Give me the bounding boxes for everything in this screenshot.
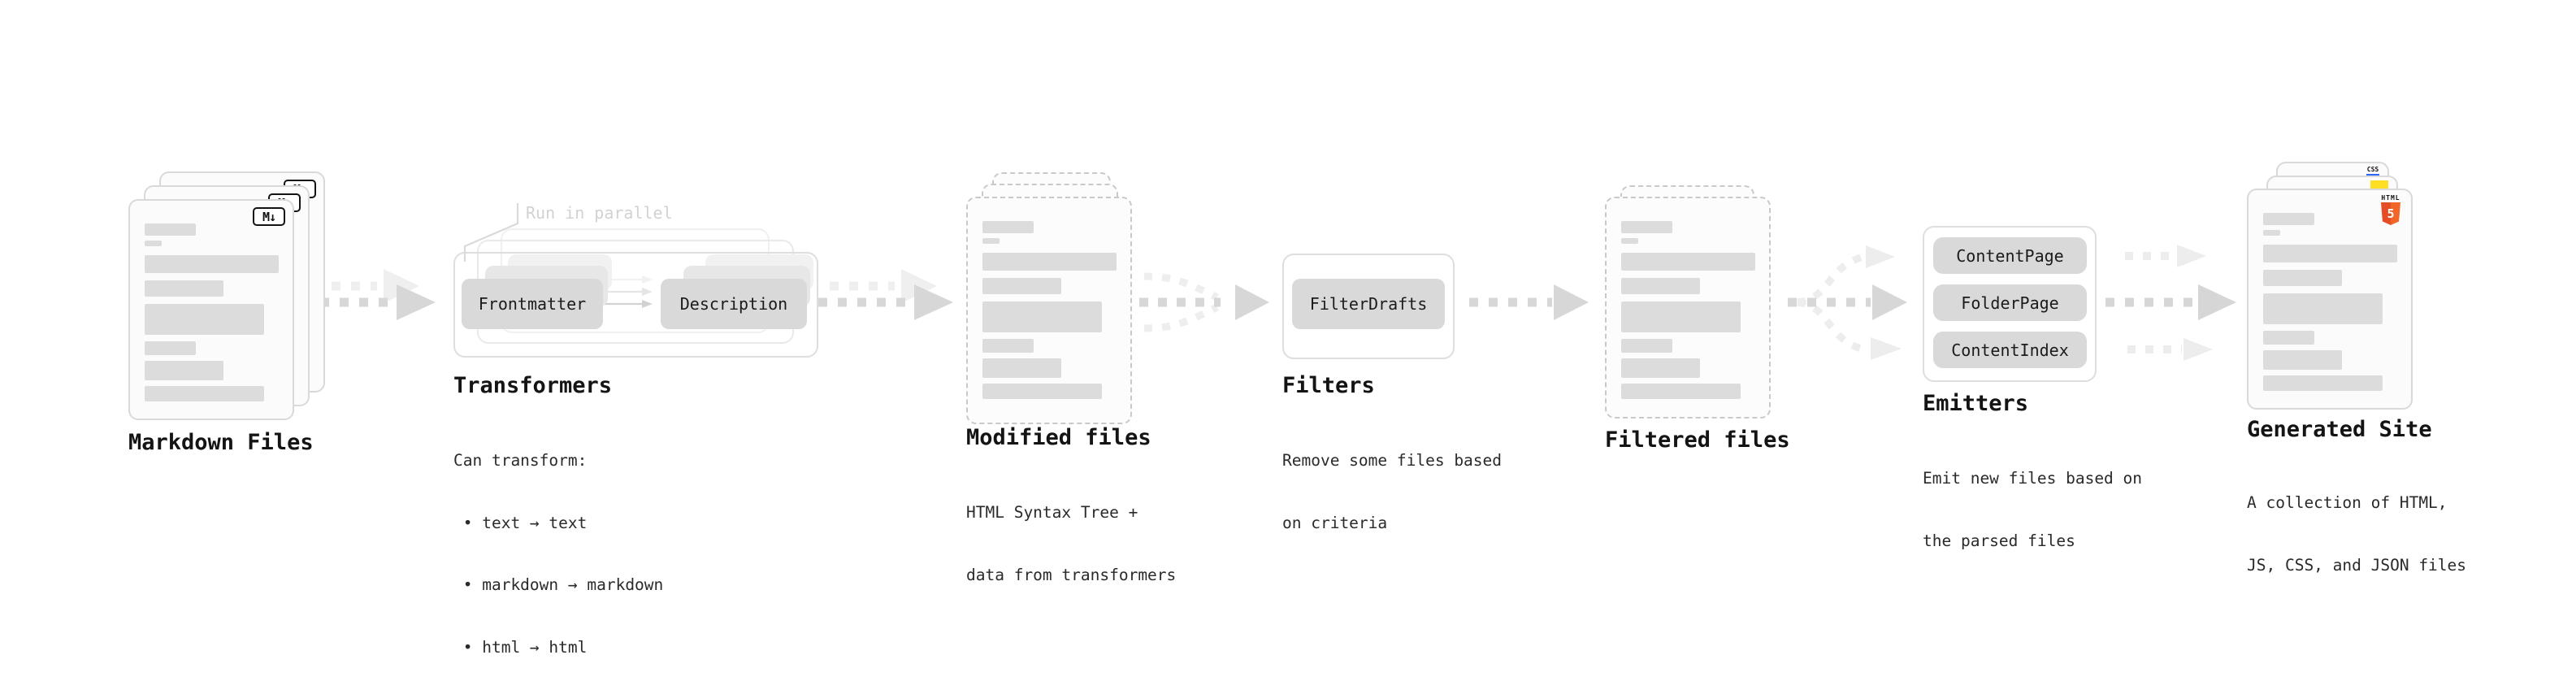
subtitle-line: Remove some files based	[1282, 451, 1503, 470]
html5-icon-shield: 5	[2381, 202, 2400, 225]
css-icon: CSS	[2366, 167, 2379, 177]
transformer-description-pill: Description	[661, 279, 807, 329]
transformers-box	[453, 252, 818, 358]
stage-title-generated-site: Generated Site	[2247, 417, 2432, 442]
subtitle-line: on criteria	[1282, 513, 1388, 532]
flow-arrow-filtered-to-emitters	[1788, 245, 1907, 360]
transform-step-arrows	[605, 275, 653, 308]
stage-title-filtered-files: Filtered files	[1605, 427, 1790, 453]
stage-subtitle-generated-site: A collection of HTML, JS, CSS, and JSON …	[2247, 451, 2466, 617]
emitter-contentindex-pill: ContentIndex	[1933, 332, 2087, 368]
stage-subtitle-modified-files: HTML Syntax Tree + data from transformer…	[966, 461, 1176, 627]
generated-file-card-front: HTML 5	[2247, 189, 2413, 410]
stage-subtitle-transformers: Can transform: • text → text • markdown …	[453, 409, 663, 681]
subtitle-line: HTML Syntax Tree +	[966, 503, 1138, 522]
flow-arrow-markdown-to-transformers	[301, 269, 436, 320]
subtitle-line: A collection of HTML,	[2247, 493, 2448, 512]
html5-icon: HTML 5	[2380, 194, 2401, 225]
file-content-placeholder	[1621, 221, 1755, 399]
markdown-file-card-front: M↓	[128, 199, 294, 420]
css-icon-label: CSS	[2366, 166, 2379, 173]
file-content-placeholder	[982, 221, 1117, 399]
emitter-folderpage-pill: FolderPage	[1933, 284, 2087, 321]
flow-arrow-filters-to-filtered	[1469, 284, 1589, 320]
stage-subtitle-emitters: Emit new files based on the parsed files	[1923, 427, 2142, 592]
file-content-placeholder	[145, 223, 279, 401]
stage-subtitle-filters: Remove some files based on criteria	[1282, 409, 1502, 575]
subtitle-line: data from transformers	[966, 565, 1177, 584]
subtitle-line: • markdown → markdown	[453, 575, 664, 594]
flow-arrow-transformers-to-modified	[818, 269, 953, 320]
html5-icon-label: HTML	[2381, 194, 2400, 202]
emitters-box	[1923, 226, 2097, 382]
modified-file-card-front	[966, 197, 1132, 424]
subtitle-line: • html → html	[453, 637, 588, 657]
subtitle-line: • text → text	[453, 513, 588, 532]
flow-arrow-emitters-to-generated	[2105, 245, 2236, 361]
stage-title-markdown-files: Markdown Files	[128, 430, 314, 455]
markdown-icon: M↓	[253, 207, 285, 226]
subtitle-line: Emit new files based on	[1923, 469, 2143, 488]
flow-arrow-modified-to-filters	[1139, 272, 1269, 332]
subtitle-line: Can transform:	[453, 451, 588, 470]
stage-title-filters: Filters	[1282, 373, 1375, 398]
filter-drafts-pill: FilterDrafts	[1292, 279, 1445, 329]
run-in-parallel-note: Run in parallel	[526, 203, 673, 223]
run-in-parallel-callout-line	[463, 203, 519, 262]
stage-title-transformers: Transformers	[453, 373, 613, 398]
filtered-file-card-front	[1605, 197, 1771, 419]
transformer-frontmatter-pill: Frontmatter	[462, 279, 603, 329]
stage-title-emitters: Emitters	[1923, 391, 2029, 416]
subtitle-line: JS, CSS, and JSON files	[2247, 555, 2467, 575]
css-icon-underline	[2366, 174, 2379, 177]
subtitle-line: the parsed files	[1923, 531, 2075, 550]
stage-title-modified-files: Modified files	[966, 425, 1151, 450]
filters-box	[1282, 254, 1455, 359]
emitter-contentpage-pill: ContentPage	[1933, 237, 2087, 274]
html5-icon-number: 5	[2387, 206, 2395, 221]
file-content-placeholder	[2263, 213, 2397, 391]
